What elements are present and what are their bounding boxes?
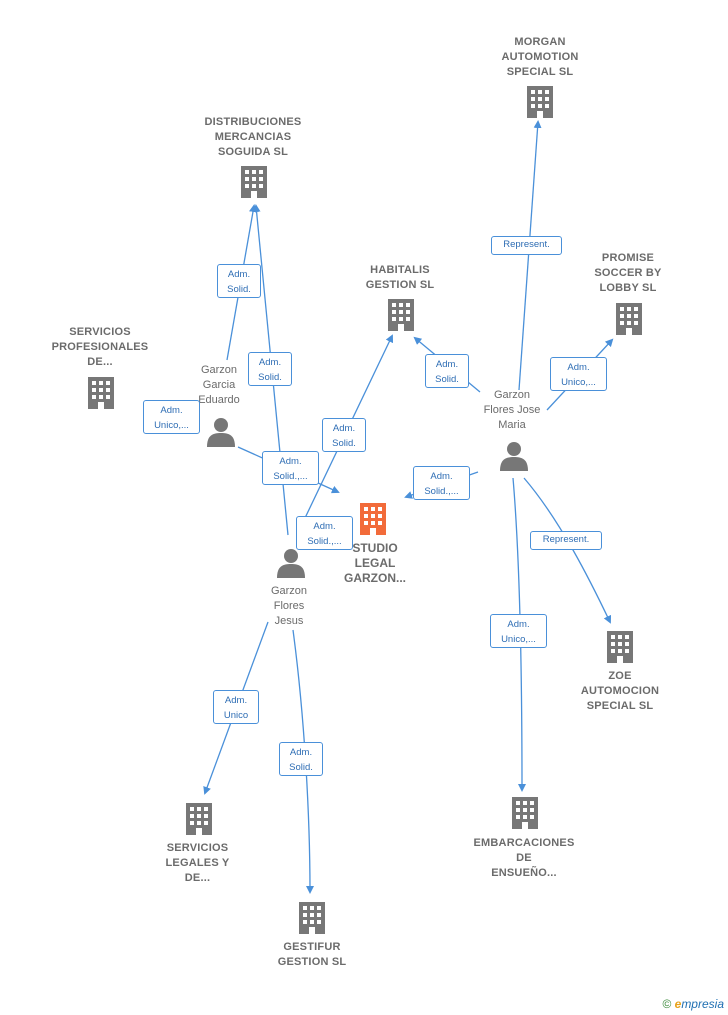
copyright-icon: ©	[662, 997, 672, 1011]
building-icon-promise	[616, 303, 642, 335]
edge-label: Adm. Solid.	[248, 352, 292, 386]
node-label-distribuciones[interactable]: DISTRIBUCIONES MERCANCIAS SOGUIDA SL	[204, 116, 302, 158]
edge-label: Represent.	[491, 236, 562, 255]
edge-label: Adm. Solid.	[425, 354, 469, 388]
building-icon-gestifur	[299, 902, 325, 934]
node-label-garzon-eduardo[interactable]: Garzon Garcia Eduardo	[198, 364, 240, 406]
node-label-morgan[interactable]: MORGAN AUTOMOTION SPECIAL SL	[501, 36, 579, 78]
edge-label: Adm. Solid.	[217, 264, 261, 298]
edge-label: Adm. Solid.,...	[413, 466, 470, 500]
edge-jose-morgan	[518, 120, 542, 391]
brand-logo-e: e	[674, 997, 682, 1011]
node-label-garzon-jesus[interactable]: Garzon Flores Jesus	[270, 585, 308, 627]
building-icon-studio	[360, 503, 386, 535]
node-label-studio[interactable]: STUDIO LEGAL GARZON...	[344, 541, 406, 585]
person-icon-jesus	[277, 549, 305, 578]
building-icon-distribuciones	[241, 166, 267, 198]
node-label-promise[interactable]: PROMISE SOCCER BY LOBBY SL	[594, 252, 662, 294]
building-icon-embarcaciones	[512, 797, 538, 829]
edge-label: Adm. Solid.,...	[262, 451, 319, 485]
edge-label: Adm. Solid.,...	[296, 516, 353, 550]
edge-label: Adm. Unico,...	[143, 400, 200, 434]
building-icon-servicios-prof	[88, 377, 114, 409]
node-label-zoe[interactable]: ZOE AUTOMOCION SPECIAL SL	[580, 670, 660, 712]
edge-label: Adm. Solid.	[279, 742, 323, 776]
edge-jose-zoe	[523, 477, 612, 624]
building-icon-servicios-leg	[186, 803, 212, 835]
footer-copyright: © empresia	[662, 997, 724, 1011]
brand-logo-text[interactable]: mpresia	[681, 997, 724, 1011]
building-icon-morgan	[527, 86, 553, 118]
building-icon-habitalis	[388, 299, 414, 331]
edge-label: Adm. Unico,...	[550, 357, 607, 391]
person-icon-eduardo	[207, 418, 235, 447]
node-label-servicios-leg[interactable]: SERVICIOS LEGALES Y DE...	[165, 842, 230, 884]
person-icon-jose	[500, 442, 528, 471]
building-icon-zoe	[607, 631, 633, 663]
edge-label: Adm. Unico	[213, 690, 259, 724]
edge-label: Represent.	[530, 531, 602, 550]
node-label-servicios-prof[interactable]: SERVICIOS PROFESIONALES DE...	[51, 326, 149, 368]
node-label-embarcaciones[interactable]: EMBARCACIONES DE ENSUEÑO...	[473, 837, 575, 879]
edge-label: Adm. Solid.	[322, 418, 366, 452]
node-label-gestifur[interactable]: GESTIFUR GESTION SL	[277, 941, 347, 968]
node-label-garzon-jose[interactable]: Garzon Flores Jose Maria	[483, 389, 541, 431]
node-label-habitalis[interactable]: HABITALIS GESTION SL	[365, 264, 435, 291]
edge-label: Adm. Unico,...	[490, 614, 547, 648]
